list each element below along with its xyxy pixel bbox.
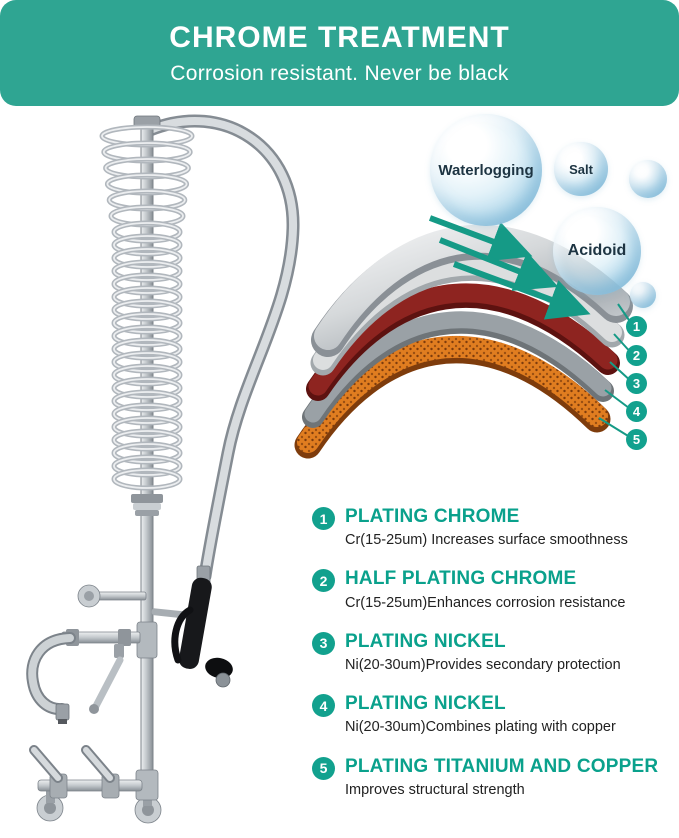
page-subtitle: Corrosion resistant. Never be black bbox=[170, 61, 509, 85]
item-title: PLATING CHROME bbox=[345, 506, 520, 527]
item-number-badge: 3 bbox=[312, 631, 335, 655]
small-bubble-1 bbox=[629, 160, 667, 198]
addon-spout bbox=[26, 621, 158, 724]
spring-coil bbox=[99, 124, 195, 491]
item-number-badge: 5 bbox=[312, 756, 335, 780]
item-title: PLATING TITANIUM AND COPPER bbox=[345, 755, 659, 777]
list-item: 3 PLATING NICKEL Ni(20-30um)Provides sec… bbox=[312, 631, 672, 674]
layer-callout-1: 1 bbox=[626, 316, 647, 337]
small-bubble-2 bbox=[630, 282, 656, 308]
header-banner: CHROME TREATMENT Corrosion resistant. Ne… bbox=[0, 0, 679, 106]
layer-callout-4: 4 bbox=[626, 401, 647, 422]
item-text: PLATING TITANIUM AND COPPER Improves str… bbox=[345, 756, 658, 799]
wall-bracket bbox=[77, 584, 147, 608]
item-text: PLATING CHROME Cr(15-25um) Increases sur… bbox=[345, 506, 628, 549]
salt-bubble: Salt bbox=[554, 142, 608, 196]
wall-mount-body bbox=[29, 745, 162, 824]
layer-callout-5: 5 bbox=[626, 429, 647, 450]
item-text: PLATING NICKEL Ni(20-30um)Combines plati… bbox=[345, 693, 616, 736]
spray-gun bbox=[171, 565, 233, 688]
waterlogging-bubble: Waterlogging bbox=[430, 114, 542, 226]
waterlogging-bubble-label: Waterlogging bbox=[438, 161, 534, 179]
faucet-illustration bbox=[26, 114, 300, 824]
page-title: CHROME TREATMENT bbox=[169, 20, 510, 54]
item-number-badge: 2 bbox=[312, 569, 335, 593]
item-title: PLATING NICKEL bbox=[345, 630, 506, 652]
list-item: 2 HALF PLATING CHROME Cr(15-25um)Enhance… bbox=[312, 568, 672, 611]
plating-list: 1 PLATING CHROME Cr(15-25um) Increases s… bbox=[312, 506, 672, 818]
item-text: HALF PLATING CHROME Cr(15-25um)Enhances … bbox=[345, 568, 625, 611]
flexible-hose bbox=[143, 114, 300, 583]
item-desc: Cr(15-25um)Enhances corrosion resistance bbox=[345, 594, 626, 611]
item-number-badge: 4 bbox=[312, 694, 335, 718]
item-text: PLATING NICKEL Ni(20-30um)Provides secon… bbox=[345, 631, 621, 674]
item-title: HALF PLATING CHROME bbox=[345, 568, 577, 590]
item-desc: Improves structural strength bbox=[345, 781, 525, 798]
layer-callout-3: 3 bbox=[626, 373, 647, 394]
list-item: 1 PLATING CHROME Cr(15-25um) Increases s… bbox=[312, 506, 672, 549]
list-item: 4 PLATING NICKEL Ni(20-30um)Combines pla… bbox=[312, 693, 672, 736]
item-desc: Ni(20-30um)Provides secondary protection bbox=[345, 657, 621, 674]
salt-bubble-label: Salt bbox=[569, 161, 593, 177]
item-title: PLATING NICKEL bbox=[345, 693, 506, 715]
item-number-badge: 1 bbox=[312, 507, 335, 530]
item-desc: Cr(15-25um) Increases surface smoothness bbox=[345, 532, 628, 549]
acidoid-bubble-label: Acidoid bbox=[567, 242, 627, 259]
coil-fitting bbox=[131, 494, 163, 516]
penetration-arrows bbox=[428, 215, 591, 320]
list-item: 5 PLATING TITANIUM AND COPPER Improves s… bbox=[312, 756, 672, 799]
layer-callout-2: 2 bbox=[626, 345, 647, 366]
acidoid-bubble: Acidoid bbox=[553, 207, 641, 295]
item-desc: Ni(20-30um)Combines plating with copper bbox=[345, 719, 616, 736]
